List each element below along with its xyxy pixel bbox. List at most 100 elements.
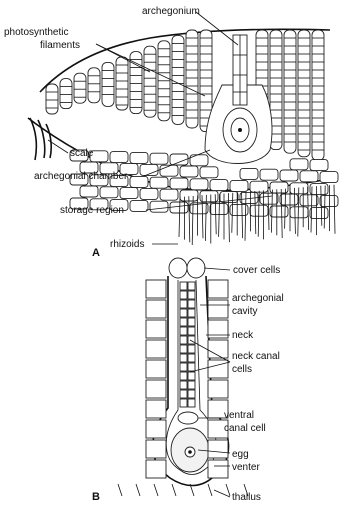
storage-cell [280, 194, 298, 205]
thallus-cell [208, 360, 228, 378]
neck-canal-cell [180, 399, 187, 407]
thallus-hair [172, 484, 176, 496]
thallus-cell [146, 360, 166, 378]
neck-canal-cell [188, 291, 195, 299]
neck-canal-cell [188, 318, 195, 326]
neck-canal-cell [180, 363, 187, 371]
neck-canal-cells [180, 282, 195, 407]
filament-column [102, 62, 114, 106]
neck-canal-cell [180, 300, 187, 308]
storage-cell [150, 153, 168, 164]
thallus-cell [146, 460, 166, 478]
neck-canal-cell [180, 390, 187, 398]
neck-canal-cell [188, 399, 195, 407]
storage-cell [160, 189, 178, 200]
storage-cell [260, 193, 278, 204]
storage-cell [80, 186, 98, 197]
label-archegonium: archegonium [142, 6, 200, 17]
thallus-hair [136, 484, 140, 496]
thallus-cell [208, 280, 228, 298]
label-photosynthetic: photosynthetic [4, 27, 69, 38]
storage-cell [150, 201, 168, 212]
thallus-hair [154, 484, 158, 496]
filament-column [46, 84, 58, 114]
neck-canal-cell [180, 354, 187, 362]
label-cavity: cavity [232, 306, 258, 317]
photosynthetic-filaments [46, 30, 324, 160]
neck-canal-cell [180, 381, 187, 389]
filament-column [144, 46, 156, 117]
label-venter: venter [232, 462, 260, 473]
thallus-cell [146, 420, 166, 438]
neck-canal-cell [188, 300, 195, 308]
storage-cell [170, 202, 188, 213]
filament-column [312, 30, 324, 160]
storage-cell [180, 166, 198, 177]
storage-cell [140, 188, 158, 199]
rhizoid [334, 185, 335, 234]
storage-cell [260, 169, 278, 180]
neck-canal-cell [188, 363, 195, 371]
neck-canal-cell [188, 345, 195, 353]
neck-canal-cell [180, 372, 187, 380]
figure-a: archegonium photosynthetic filaments sca… [4, 6, 338, 259]
neck-canal-cell [180, 327, 187, 335]
filament-column [74, 73, 86, 103]
storage-cell [160, 165, 178, 176]
thallus-hair [226, 484, 230, 496]
storage-cell [150, 177, 168, 188]
thallus-cell [146, 280, 166, 298]
thallus-hair [208, 484, 212, 496]
storage-cell [130, 176, 148, 187]
label-neck-canal: neck canal [232, 351, 280, 362]
storage-cell [320, 196, 338, 207]
ventral-canal-cell [178, 412, 198, 424]
label-thallus: thallus [232, 492, 261, 503]
filament-column [284, 30, 296, 153]
rhizoid [219, 194, 220, 237]
storage-cell [310, 208, 328, 219]
neck-canal-cell [188, 354, 195, 362]
thallus-cell [146, 340, 166, 358]
label-archegonial: archegonial [232, 293, 284, 304]
filament-column [186, 30, 198, 128]
storage-cell [120, 188, 138, 199]
thallus-cell [146, 320, 166, 338]
storage-cell [280, 170, 298, 181]
thallus-cell [208, 380, 228, 398]
label-cover-cells: cover cells [233, 265, 280, 276]
thallus-hair [118, 484, 122, 496]
label-rhizoids: rhizoids [110, 239, 144, 250]
storage-cell [310, 160, 328, 171]
storage-cell [230, 180, 248, 191]
rhizoid [189, 196, 190, 242]
label-canal-cell: canal cell [224, 423, 266, 434]
thallus-cell [146, 380, 166, 398]
neck-canal-cell [180, 291, 187, 299]
storage-cell [320, 172, 338, 183]
storage-cell [290, 159, 308, 170]
thallus-cell [146, 440, 166, 458]
storage-cell [200, 167, 218, 178]
storage-cell [250, 181, 268, 192]
label-storage-region: storage region [60, 205, 124, 216]
rhizoid [308, 187, 309, 230]
storage-cell [130, 152, 148, 163]
storage-cell [300, 195, 318, 206]
label-filaments: filaments [40, 40, 80, 51]
neck-canal-cell [188, 336, 195, 344]
storage-cell [170, 178, 188, 189]
filament-column [60, 79, 72, 109]
neck-canal-cell [180, 336, 187, 344]
leader-thallus [214, 490, 230, 497]
label-ventral: ventral [224, 410, 254, 421]
neck-canal-cell [188, 372, 195, 380]
storage-cell [290, 207, 308, 218]
storage-cell [190, 179, 208, 190]
filament-column [172, 35, 184, 124]
neck-canal-cell [188, 390, 195, 398]
storage-cell [130, 200, 148, 211]
label-archegonial-chamber: archegonial chamber [34, 171, 128, 182]
neck-canal-cell [188, 309, 195, 317]
